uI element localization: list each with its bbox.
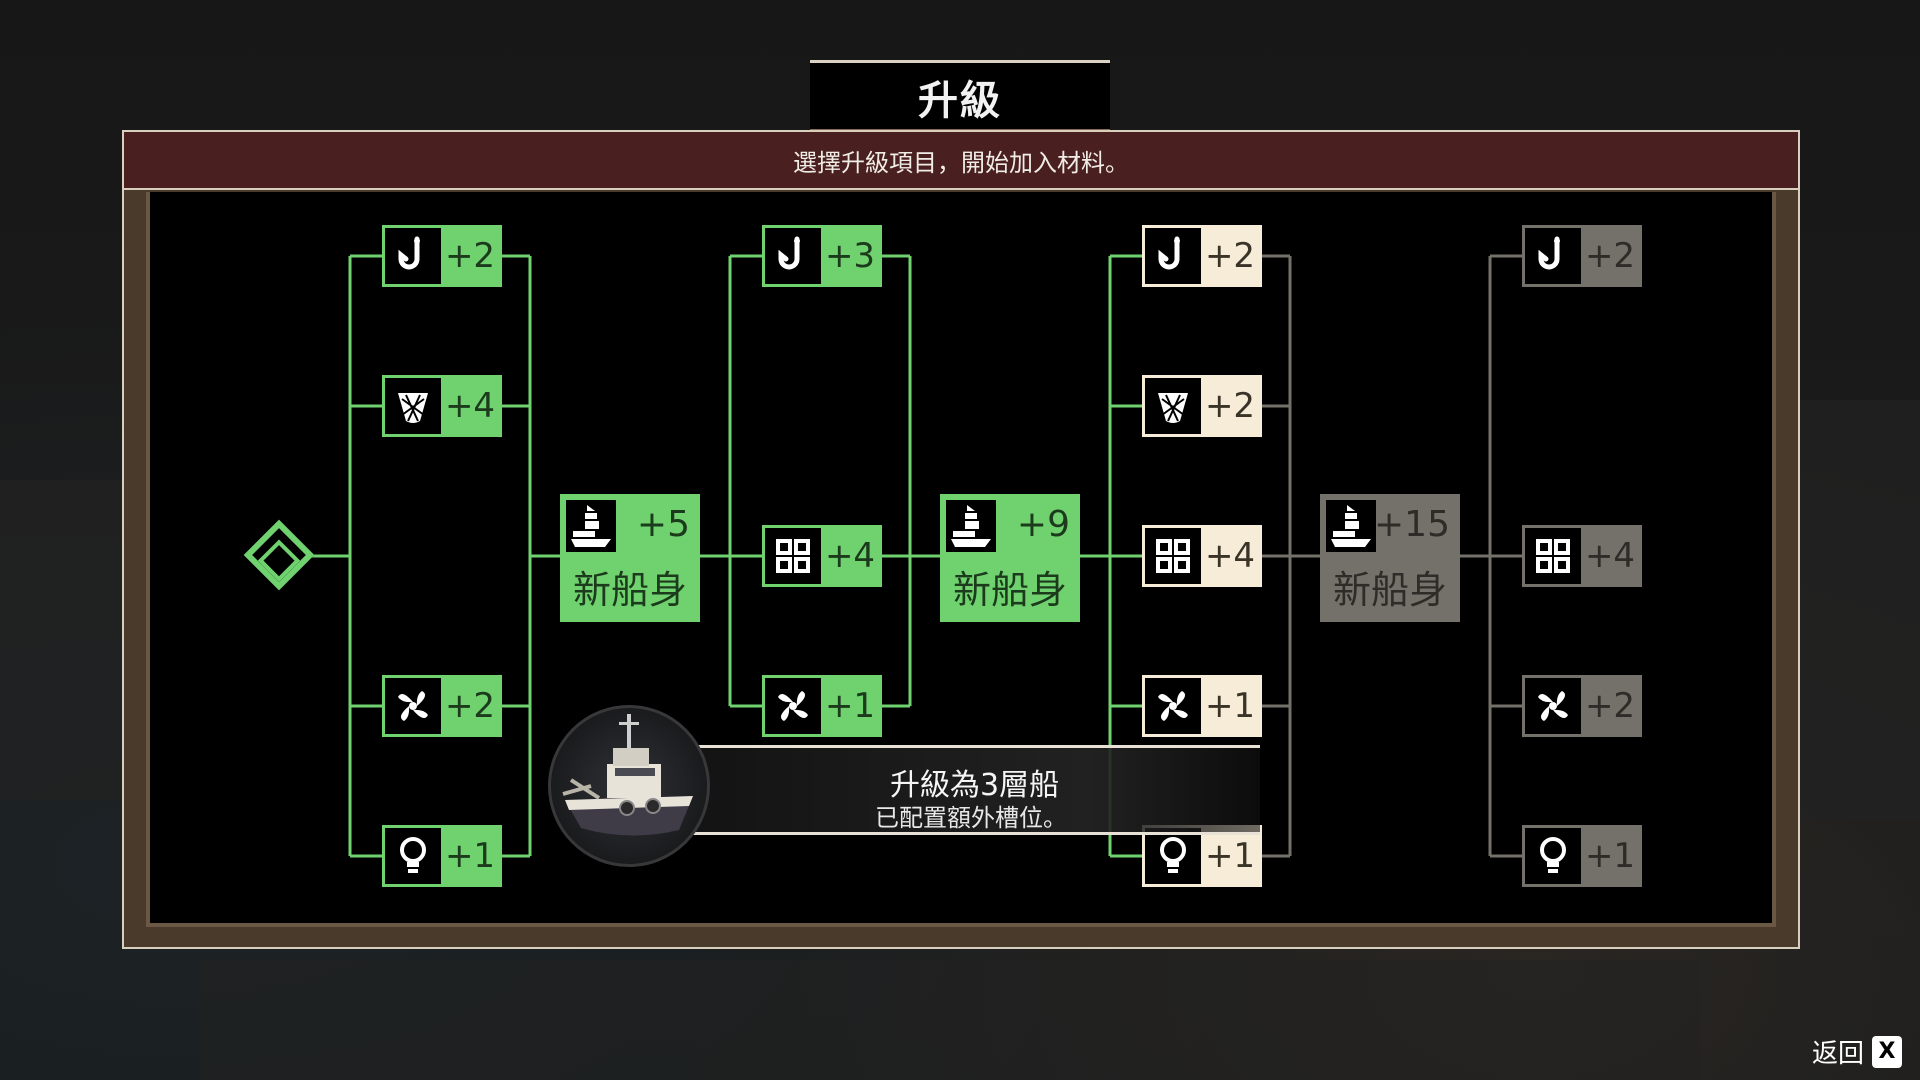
upgrade-value: +4 <box>441 378 499 434</box>
upgrade-node-tier1-light[interactable]: +1 <box>382 825 502 887</box>
engine-fan-icon <box>1145 678 1201 734</box>
upgrade-value: +4 <box>1201 528 1259 584</box>
net-icon <box>385 378 441 434</box>
upgrade-value: +2 <box>1201 228 1259 284</box>
upgrade-value: +1 <box>441 828 499 884</box>
boat-preview-portrait <box>548 705 710 867</box>
storage-grid-icon <box>1525 528 1581 584</box>
upgrade-value: +2 <box>1581 228 1639 284</box>
background-dock <box>200 960 1700 1080</box>
upgrade-node-tier2-storage[interactable]: +4 <box>762 525 882 587</box>
fishing-hook-icon <box>385 228 441 284</box>
hull-upgrade-tooltip: 升級為3層船 已配置額外槽位。 <box>690 745 1260 835</box>
upgrade-node-tier2-engine[interactable]: +1 <box>762 675 882 737</box>
hull-label: 新船身 <box>572 568 687 612</box>
upgrade-value: +1 <box>821 678 879 734</box>
upgrade-value: +4 <box>821 528 879 584</box>
ship-hull-icon <box>1326 500 1376 552</box>
upgrade-node-tier2-hook[interactable]: +3 <box>762 225 882 287</box>
upgrade-node-tier4-engine[interactable]: +2 <box>1522 675 1642 737</box>
upgrade-node-tier3-storage[interactable]: +4 <box>1142 525 1262 587</box>
back-label: 返回 <box>1812 1039 1865 1069</box>
engine-fan-icon <box>385 678 441 734</box>
fishing-hook-icon <box>1145 228 1201 284</box>
upgrade-node-tier3-light[interactable]: +1 <box>1142 825 1262 887</box>
ship-hull-icon <box>946 500 996 552</box>
upgrade-value: +2 <box>441 678 499 734</box>
background-hut <box>0 480 140 800</box>
ship-hull-icon <box>566 500 616 552</box>
light-bulb-icon <box>385 828 441 884</box>
upgrade-node-tier4-hook[interactable]: +2 <box>1522 225 1642 287</box>
back-key-hint: X <box>1872 1035 1903 1068</box>
fishing-hook-icon <box>765 228 821 284</box>
upgrade-node-tier1-engine[interactable]: +2 <box>382 675 502 737</box>
upgrade-value: +3 <box>821 228 879 284</box>
hull-label: 新船身 <box>952 568 1067 612</box>
upgrade-value: +4 <box>1581 528 1639 584</box>
upgrade-value: +1 <box>1201 828 1259 884</box>
upgrade-value: +2 <box>1581 678 1639 734</box>
hull-value: +15 <box>1374 504 1450 545</box>
upgrade-node-tier4-storage[interactable]: +4 <box>1522 525 1642 587</box>
upgrade-node-tier3-hook[interactable]: +2 <box>1142 225 1262 287</box>
upgrade-node-tier3-engine[interactable]: +1 <box>1142 675 1262 737</box>
hull-label: 新船身 <box>1332 568 1447 612</box>
upgrade-node-tier1-hook[interactable]: +2 <box>382 225 502 287</box>
tooltip-title: 升級為3層船 <box>890 768 1060 803</box>
light-bulb-icon <box>1525 828 1581 884</box>
upgrade-value: +1 <box>1581 828 1639 884</box>
upgrade-node-tier3-net[interactable]: +2 <box>1142 375 1262 437</box>
instruction-banner: 選擇升級項目，開始加入材料。 <box>124 132 1798 190</box>
hull-value: +5 <box>636 504 690 545</box>
background-building <box>1800 400 1920 820</box>
instruction-text: 選擇升級項目，開始加入材料。 <box>793 148 1129 177</box>
storage-grid-icon <box>765 528 821 584</box>
hull-upgrade-tier3[interactable]: +15 新船身 <box>1320 494 1460 622</box>
title-tab: 升級 <box>810 60 1110 132</box>
engine-fan-icon <box>1525 678 1581 734</box>
fishing-boat-icon <box>562 714 693 836</box>
storage-grid-icon <box>1145 528 1201 584</box>
engine-fan-icon <box>765 678 821 734</box>
page-title: 升級 <box>918 77 1002 124</box>
upgrade-node-tier1-net[interactable]: +4 <box>382 375 502 437</box>
hull-value: +9 <box>1016 504 1070 545</box>
upgrade-node-tier4-light[interactable]: +1 <box>1522 825 1642 887</box>
back-button[interactable]: 返回 X <box>1812 1033 1903 1070</box>
upgrade-value: +1 <box>1201 678 1259 734</box>
upgrade-value: +2 <box>441 228 499 284</box>
fishing-hook-icon <box>1525 228 1581 284</box>
net-icon <box>1145 378 1201 434</box>
light-bulb-icon <box>1145 828 1201 884</box>
upgrade-value: +2 <box>1201 378 1259 434</box>
hull-upgrade-tier1[interactable]: +5 新船身 <box>560 494 700 622</box>
hull-upgrade-tier2[interactable]: +9 新船身 <box>940 494 1080 622</box>
tooltip-subtitle: 已配置額外槽位。 <box>875 804 1067 832</box>
